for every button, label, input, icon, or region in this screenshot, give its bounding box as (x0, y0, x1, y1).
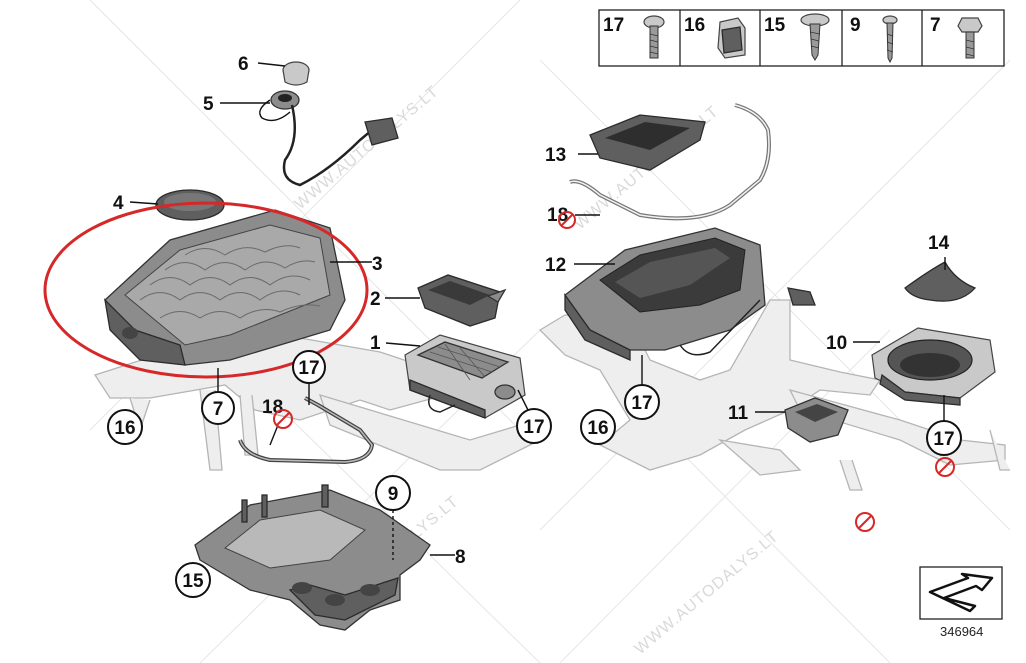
watermark-text: WWW.AUTODALYS.LT (632, 528, 783, 658)
part-8-mounting-bracket (194, 484, 431, 631)
callout-14: 14 (928, 233, 950, 254)
hardware-number: 7 (930, 15, 941, 36)
part-1-control-unit (404, 334, 526, 419)
callout-17: 17 (298, 358, 319, 379)
circled-callout-7: 7 (201, 391, 235, 425)
callout-17: 17 (631, 393, 652, 414)
part-2-small-tray (417, 274, 507, 327)
part-10-cup-holder (871, 327, 996, 406)
callout-18: 18 (547, 205, 568, 226)
prohibited-icon (935, 457, 955, 477)
callout-7: 7 (213, 399, 224, 420)
circled-callout-9: 9 (375, 475, 411, 511)
callout-16: 16 (114, 418, 135, 439)
callout-9: 9 (388, 484, 399, 505)
part-14-half-moon-cover (904, 261, 977, 302)
circled-callout-16: 16 (107, 409, 143, 445)
part-12-console-housing (564, 227, 816, 362)
prohibited-icon (855, 512, 875, 532)
highlight-ring (43, 201, 369, 379)
callout-8: 8 (455, 547, 466, 568)
part-18-trim-strip-right (569, 103, 771, 221)
part-13-upper-tray (589, 114, 706, 171)
circled-callout-16: 16 (580, 409, 616, 445)
circled-callout-17: 17 (292, 350, 326, 384)
drawing-orientation-box (919, 566, 1003, 620)
callout-17: 17 (523, 417, 544, 438)
part-11-small-pocket (784, 397, 849, 443)
callout-17: 17 (933, 429, 954, 450)
hardware-number: 15 (764, 15, 786, 36)
part-5-power-socket-cable (259, 90, 399, 187)
callout-10: 10 (826, 333, 847, 354)
hardware-number: 16 (684, 15, 705, 36)
circled-callout-17: 17 (516, 408, 552, 444)
torx-bolt-icon (643, 15, 665, 59)
callout-18: 18 (262, 397, 283, 418)
watermark-text: WWW.AUTODALYS.LT (292, 83, 443, 213)
callout-13: 13 (545, 145, 566, 166)
callout-3: 3 (372, 254, 383, 275)
hardware-table: 17 16 15 9 7 (598, 9, 1005, 67)
clip-nut-icon (717, 17, 746, 59)
callout-11: 11 (728, 403, 749, 424)
callout-1: 1 (370, 333, 381, 354)
self-tapping-screw-icon (800, 13, 830, 61)
hardware-number: 17 (603, 15, 624, 36)
callout-6: 6 (238, 54, 249, 75)
part-6-socket-cap (282, 61, 310, 86)
long-screw-icon (882, 15, 898, 64)
callout-12: 12 (545, 255, 566, 276)
circled-callout-15: 15 (175, 562, 211, 598)
prohibited-icon (558, 211, 576, 229)
prohibited-icon (273, 409, 293, 429)
drawing-number: 346964 (940, 624, 983, 639)
callout-4: 4 (113, 193, 124, 214)
hex-bolt-icon (957, 17, 983, 59)
callout-15: 15 (182, 571, 204, 592)
part-3-storage-tray-insert (104, 209, 346, 366)
callout-2: 2 (370, 289, 381, 310)
circled-callout-17: 17 (624, 384, 660, 420)
orientation-arrow-icon (928, 572, 994, 613)
callout-5: 5 (203, 94, 214, 115)
hardware-number: 9 (850, 15, 861, 36)
part-4-round-mat (155, 189, 225, 221)
part-18-seal-strip-left (238, 396, 375, 465)
leader-lines (129, 62, 946, 560)
circled-callout-17: 17 (926, 420, 962, 456)
callout-16: 16 (587, 418, 608, 439)
